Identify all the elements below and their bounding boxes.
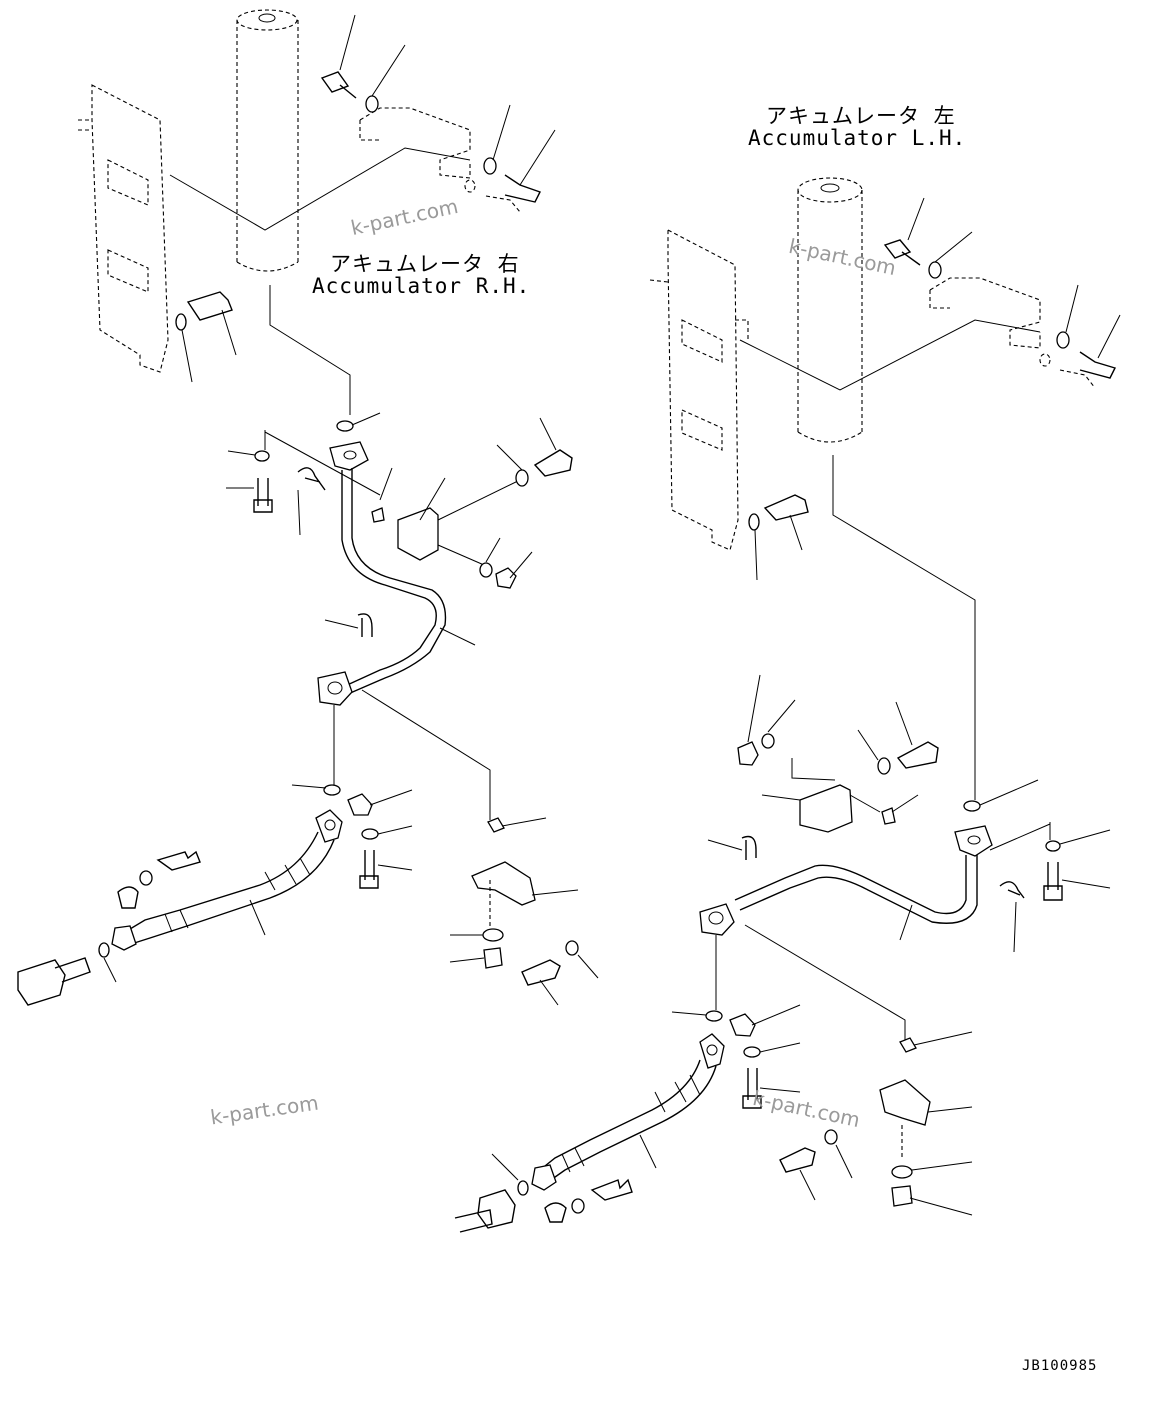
leader-lines-rh-top [169,14,556,415]
bracket-lh-lower [744,924,973,1216]
clamp-lh-lower [729,1004,801,1109]
leader-lines-lh-top [739,197,1121,800]
accumulator-lh-label-en: Accumulator L.H. [748,126,967,150]
accumulator-lh-cylinder [797,177,863,443]
accumulator-lh-label-jp: アキュムレータ 左 [766,104,956,128]
accumulator-rh-label-en: Accumulator R.H. [312,274,531,298]
bracket-lh [929,277,1041,349]
clamp-lh-upper [737,674,1111,953]
accumulator-rh-cylinder [236,9,299,272]
mounting-plate-lh [649,229,749,551]
clamp-rh-upper [226,417,573,589]
hose-lh [454,935,725,1233]
pipe-rh-upper [317,412,476,706]
accumulator-rh-label-jp: アキュムレータ 右 [330,252,520,276]
hose-rh [17,705,343,1006]
bracket-rh-lower [361,689,599,1006]
clamp-rh-lower [347,789,413,889]
drawing-code: JB100985 [1022,1358,1098,1374]
bracket-rh [359,107,471,179]
bolts-rh-top [175,71,541,331]
mounting-plate-rh [78,84,169,373]
pipe-lh-upper [699,779,1039,941]
bolts-lh-top [748,239,1116,531]
